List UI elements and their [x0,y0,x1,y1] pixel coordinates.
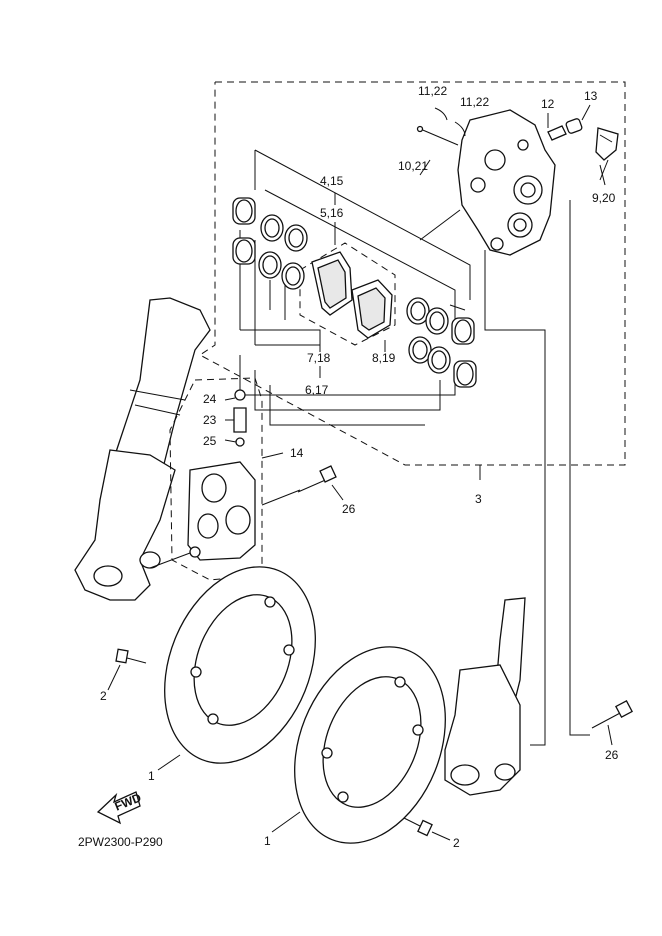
label-2-a: 2 [100,689,107,703]
pad-group-boundary [299,242,396,346]
diagram-code: 2PW2300-P290 [78,835,163,849]
caliper-assembly-mounted [169,377,263,581]
leader-lines [107,104,613,841]
label-13: 13 [584,89,598,103]
label-26-b: 26 [605,748,619,762]
caliper-assembly-boundary [199,81,626,480]
pad-pin [416,125,459,146]
disc-bolt-left [115,648,147,664]
label-10-21: 10,21 [398,159,428,173]
label-26-a: 26 [342,502,356,516]
label-14: 14 [290,446,304,460]
label-3: 3 [475,492,482,506]
brake-pad-right [351,279,393,339]
seal-group-lines [239,149,606,746]
pad-spring [595,127,619,161]
label-1-a: 1 [148,769,155,783]
label-6-17: 6,17 [305,383,329,397]
label-4-15: 4,15 [320,174,344,188]
label-24: 24 [203,392,217,406]
label-9-20: 9,20 [592,191,616,205]
piston-seal-set-lower [232,237,305,290]
piston-seal-set-right-lower [408,336,477,388]
forward-arrow-icon: FWD [96,790,143,825]
left-fork-leg [74,297,211,601]
caliper-bolt-right [591,700,633,729]
label-11-22-b: 11,22 [460,95,489,109]
disc-bolt-right [403,817,433,837]
brake-disc-left [164,566,316,764]
label-1-b: 1 [264,834,271,848]
label-5-16: 5,16 [320,206,344,220]
piston-seal-set-upper [232,197,308,252]
label-7-18: 7,18 [307,351,331,365]
label-8-19: 8,19 [372,351,396,365]
brake-disc-right [294,646,446,844]
label-25: 25 [203,434,217,448]
piston-seal-set-right-upper [406,297,475,345]
label-23: 23 [203,413,217,427]
label-2-b: 2 [453,836,460,850]
bleed-screw [547,118,583,141]
pin-clip-upper [434,107,466,137]
caliper-bolt-left [297,465,337,493]
right-fork-leg [444,597,526,796]
label-11-22-a: 11,22 [418,84,447,98]
caliper-body-exploded [457,109,556,256]
brake-pad-left [311,251,353,316]
label-12: 12 [541,97,555,111]
